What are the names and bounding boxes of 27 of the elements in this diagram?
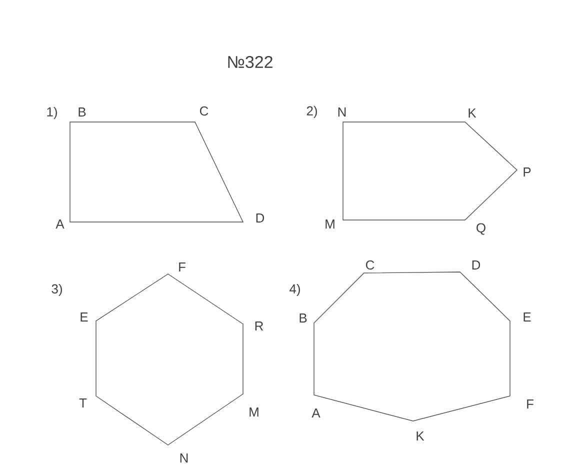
vertex-label: Q [476, 223, 486, 235]
vertex-label: K [468, 108, 476, 118]
vertex-label: F [179, 262, 186, 272]
vertex-label: R [255, 322, 264, 330]
title: №322 [228, 56, 272, 68]
vertex-label: B [300, 314, 307, 322]
vertex-label: C [200, 106, 208, 116]
problem-number: 2) [306, 106, 317, 118]
problem-number: 1) [47, 106, 57, 120]
vertex-label: T [79, 398, 87, 408]
vertex-label: M [326, 220, 334, 228]
vertex-label: D [256, 214, 264, 222]
vertex-label: A [56, 220, 64, 228]
vertex-label: M [250, 408, 258, 416]
vertex-label: P [524, 168, 531, 176]
vertex-label: N [338, 108, 346, 116]
vertex-label: F [527, 400, 534, 408]
vertex-label: K [416, 432, 424, 440]
vertex-label: C [366, 260, 374, 270]
vertex-label: E [80, 312, 88, 322]
vertex-label: D [472, 260, 480, 270]
vertex-label: N [180, 454, 188, 462]
vertex-label: E [524, 312, 531, 322]
vertex-label: B [78, 108, 86, 116]
vertex-label: A [312, 408, 320, 418]
problem-number: 4) [290, 284, 300, 296]
problem-number: 3) [52, 284, 62, 296]
